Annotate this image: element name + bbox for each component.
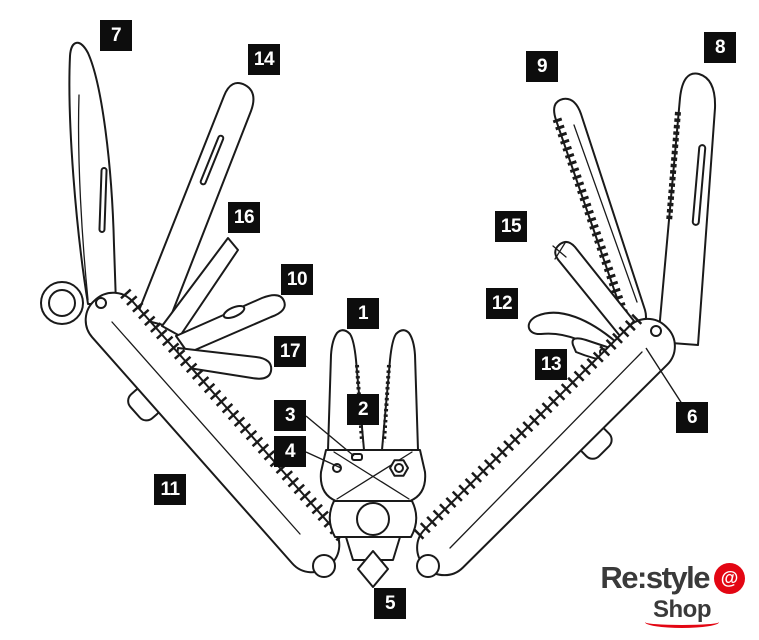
at-icon: @ [714,562,745,594]
leader-line-3 [305,415,355,457]
restyle-shop-logo: Re:style @ Shop [600,560,745,628]
tool-pivot-screw-right [650,325,662,337]
large-blade [135,82,255,327]
left-tools [40,41,286,380]
leader-line-4 [305,451,342,469]
spring-hole [356,502,390,536]
nail-nick [199,134,225,186]
pliers-pivot [319,449,427,502]
small-tool [175,347,273,380]
pliers-left-jaw [327,329,365,451]
knife-blade [68,41,117,305]
right-tools [527,72,717,367]
logo-shop-text: Shop [653,596,712,623]
left-handle-ruler [120,288,347,542]
serrations [666,111,681,223]
lanyard-loop [357,550,389,588]
logo-wordmark: Re:style [600,560,710,595]
right-handle-ruler [413,313,643,540]
left-handle-hole [312,554,336,578]
saw-teeth [552,117,632,325]
blade-slot [691,144,707,226]
right-handle [416,317,676,577]
right-handle-hole [416,554,440,578]
leader-line-6 [645,347,687,411]
tool-pivot-screw-left [95,297,107,309]
logo-underline-swoosh [645,621,719,628]
file-tool [175,294,286,354]
awl-tool [161,237,239,337]
nail-nick [98,167,108,233]
pliers-right-jaw [381,329,419,451]
serrated-blade [657,72,717,346]
bit-driver [554,241,635,337]
